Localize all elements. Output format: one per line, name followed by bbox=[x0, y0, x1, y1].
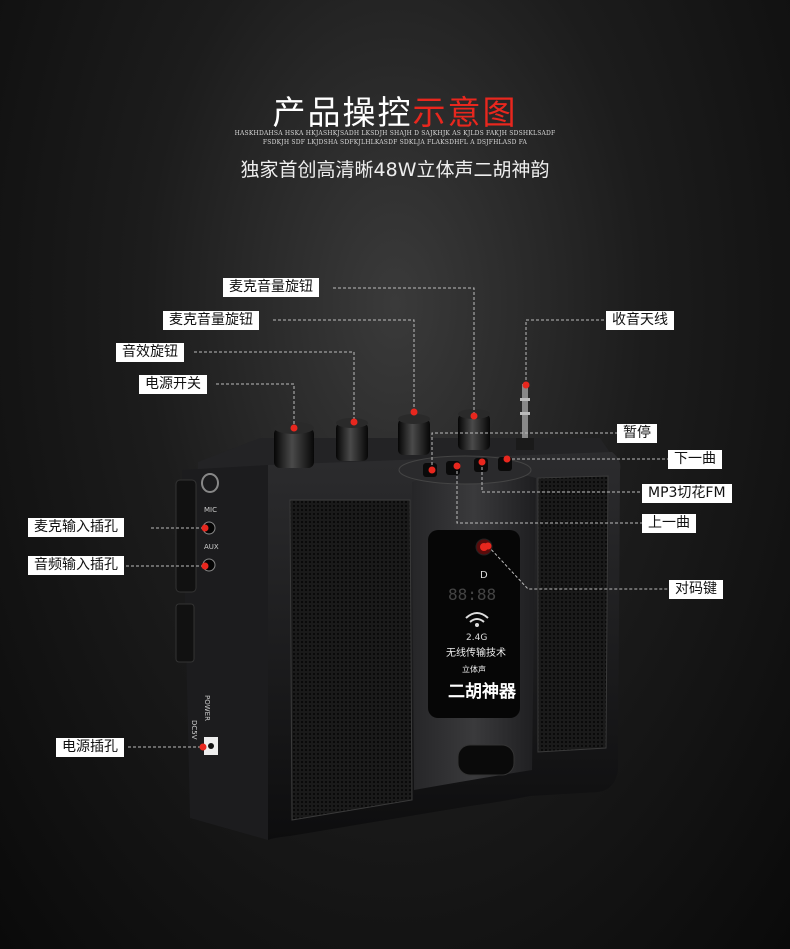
side-button bbox=[175, 603, 195, 663]
mic-volume-knob-2 bbox=[398, 414, 430, 455]
panel-line-1: 无线传输技术 bbox=[446, 646, 506, 659]
aux-side-label: AUX bbox=[204, 543, 219, 551]
decorative-text-line-1: HASKHDAHSA HSKA HKJASHKJSADH LKSDJH SHAJ… bbox=[234, 130, 556, 137]
label-mic-volume-knob-1: 麦克音量旋钮 bbox=[223, 278, 319, 297]
page-title: 产品操控示意图 bbox=[272, 93, 518, 132]
label-effect-knob: 音效旋钮 bbox=[116, 343, 184, 362]
right-speaker-grill bbox=[537, 475, 609, 753]
strap-ring bbox=[201, 473, 219, 493]
panel-line-2: 立体声 bbox=[462, 664, 486, 674]
wifi-icon bbox=[465, 612, 489, 623]
label-mic-volume-knob-2: 麦克音量旋钮 bbox=[163, 311, 259, 330]
wireless-label: 2.4G bbox=[466, 633, 487, 643]
callout-lines bbox=[126, 287, 670, 748]
handle-slot bbox=[457, 744, 515, 776]
label-antenna: 收音天线 bbox=[606, 311, 674, 330]
mic-side-label: MIC bbox=[204, 506, 217, 514]
side-clip bbox=[175, 479, 197, 593]
lcd-display: 88:88 bbox=[448, 585, 496, 604]
callout-markers bbox=[199, 381, 530, 751]
panel-line-3: 二胡神器 bbox=[448, 681, 517, 702]
label-audio-input: 音频输入插孔 bbox=[28, 556, 124, 575]
label-power-switch: 电源开关 bbox=[139, 375, 207, 394]
power-side-label: POWER bbox=[203, 695, 211, 721]
decorative-text-line-2: FSDKJH SDF LKJDSHA SDFKJLHLKASDF SDKLJA … bbox=[262, 139, 528, 146]
subtitle: 独家首创高清晰48W立体声二胡神韵 bbox=[240, 159, 550, 181]
label-power-jack: 电源插孔 bbox=[56, 738, 124, 757]
label-mp3-fm: MP3切花FM bbox=[642, 484, 732, 503]
label-pair-key: 对码键 bbox=[669, 580, 723, 599]
label-prev-track: 上一曲 bbox=[642, 514, 696, 533]
left-speaker-grill bbox=[289, 499, 413, 821]
dc-side-label: DC5V bbox=[190, 720, 198, 740]
panel-d-label: D bbox=[480, 570, 488, 581]
label-mic-input: 麦克输入插孔 bbox=[28, 518, 124, 537]
label-next-track: 下一曲 bbox=[668, 450, 722, 469]
display-panel bbox=[428, 530, 520, 718]
label-pause: 暂停 bbox=[617, 424, 657, 443]
